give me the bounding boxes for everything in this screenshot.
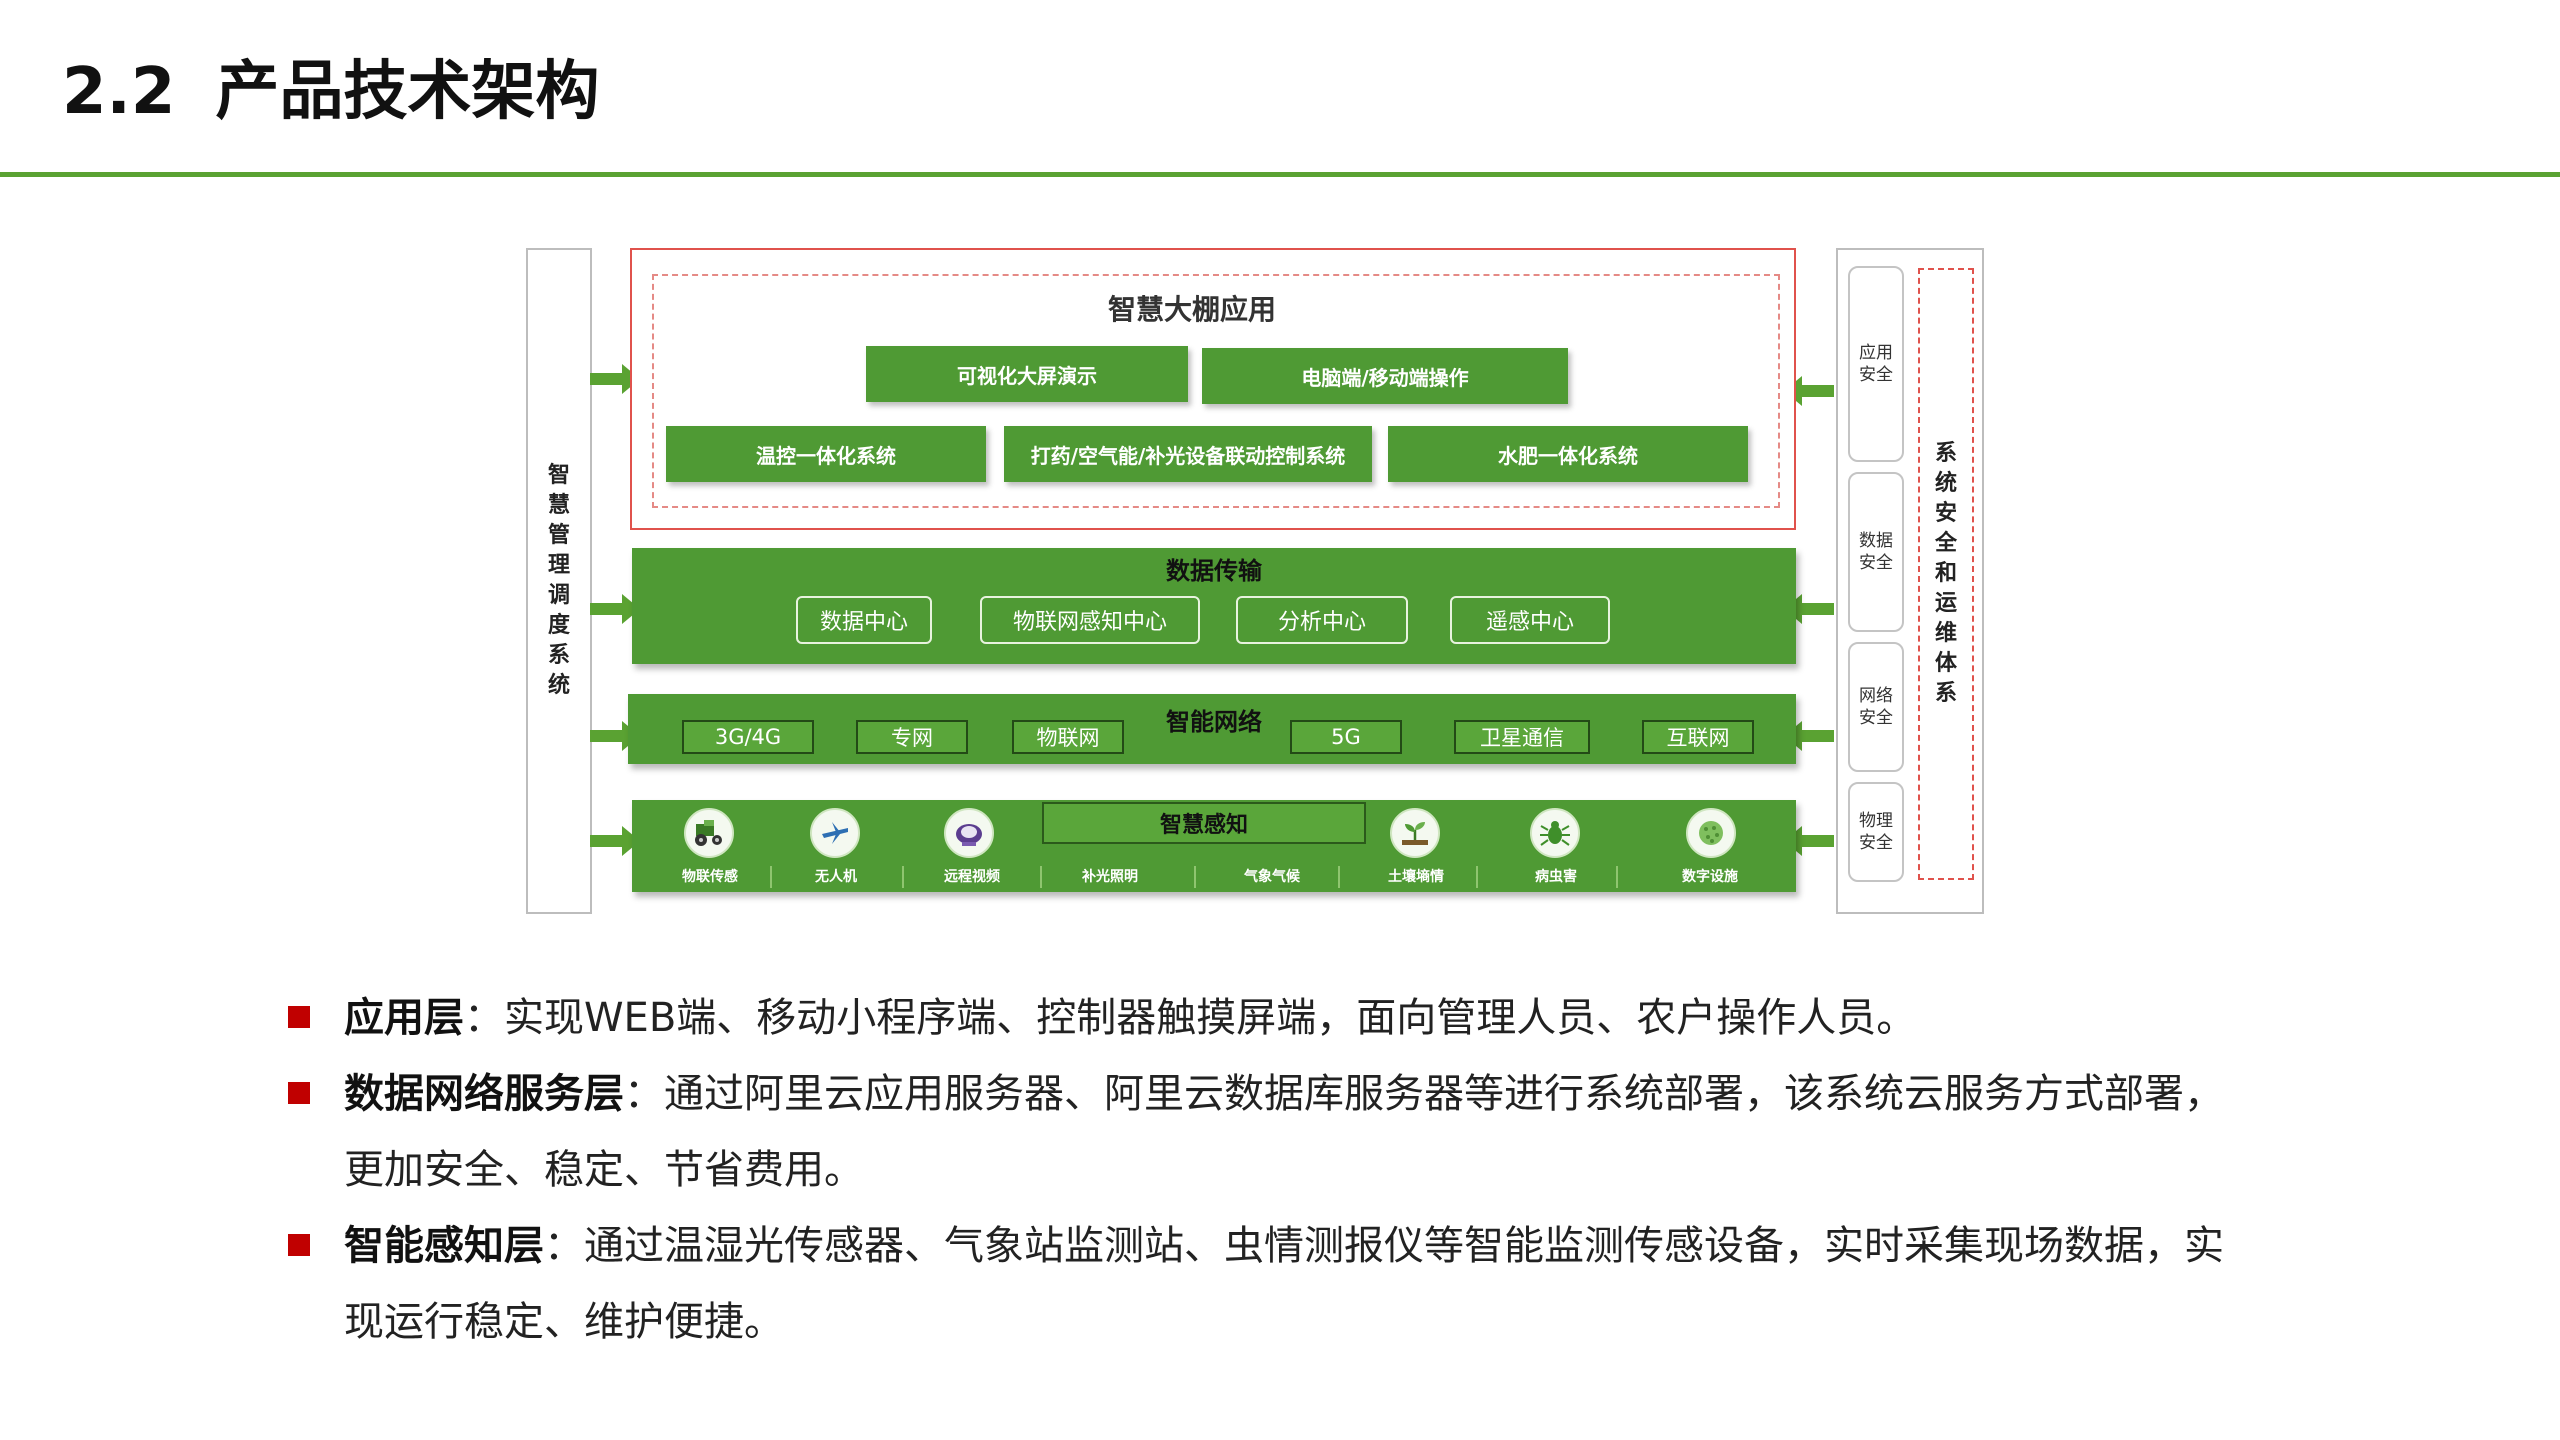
perception-divider [1476,866,1478,888]
perception-label: 补光照明 [1082,869,1138,885]
camera-icon [944,808,994,858]
bullet-text: ：通过阿里云应用服务器、阿里云数据库服务器等进行系统部署，该系统云服务方式部署， [624,1071,2224,1117]
remote-sensing-chip: 遥感中心 [1450,596,1610,644]
arrow-left-icon [1784,826,1834,856]
arrow-right-icon [590,721,640,751]
left-system-label: 智慧管理调度系统 [547,463,570,698]
app-module-visual: 可视化大屏演示 [866,346,1188,402]
perception-label: 气象气候 [1244,869,1300,885]
arrow-left-icon [1784,721,1834,751]
perception-layer-title: 智慧感知 [1042,802,1366,844]
tractor-icon [684,808,734,858]
perception-divider [1338,866,1340,888]
app-layer-title: 智慧大棚应用 [1107,293,1276,326]
bullet-data-layer: 数据网络服务层：通过阿里云应用服务器、阿里云数据库服务器等进行系统部署，该系统云… [344,1056,2364,1132]
bullet-perception-layer-cont: 现运行稳定、维护便捷。 [344,1284,2364,1360]
network-chip-5g: 5G [1290,720,1402,754]
bug-icon [1530,808,1580,858]
app-layer-inner [652,274,1780,508]
bullet-label: 智能感知层 [344,1223,544,1269]
left-management-system: 智慧管理调度系统 [526,248,592,914]
perception-label: 远程视频 [944,869,1000,885]
data-center-chip: 数据中心 [796,596,932,644]
bullet-marker [288,1006,310,1028]
perception-divider [770,866,772,888]
ops-system-box: 系统安全和运维体系 [1918,268,1974,880]
sprout-icon [1390,808,1440,858]
bullet-text: 现运行稳定、维护便捷。 [344,1299,784,1345]
bullet-marker [288,1082,310,1104]
arrow-right-icon [590,826,640,856]
network-chip-3g4g: 3G/4G [682,720,814,754]
security-item-network: 网络安全 [1848,642,1904,772]
bullet-marker [288,1234,310,1256]
arrow-right-icon [590,364,640,394]
arrow-left-icon [1784,594,1834,624]
network-layer-band [628,694,1796,764]
data-layer-title: 数据传输 [1166,557,1262,585]
bullet-perception-layer: 智能感知层：通过温湿光传感器、气象站监测站、虫情测报仪等智能监测传感设备，实时采… [344,1208,2364,1284]
iot-center-chip: 物联网感知中心 [980,596,1200,644]
header-divider [0,172,2560,177]
drone-icon [810,808,860,858]
perception-divider [1040,866,1042,888]
digital-icon [1686,808,1736,858]
network-chip-internet: 互联网 [1642,720,1754,754]
app-module-linkage: 打药/空气能/补光设备联动控制系统 [1004,426,1372,482]
network-layer-title: 智能网络 [1166,708,1262,736]
perception-label: 土壤墒情 [1388,869,1444,885]
network-chip-satellite: 卫星通信 [1454,720,1590,754]
app-module-terminal: 电脑端/移动端操作 [1202,348,1568,404]
bullet-data-layer-cont: 更加安全、稳定、节省费用。 [344,1132,2364,1208]
security-item-physical: 物理安全 [1848,782,1904,882]
app-module-irrigation: 水肥一体化系统 [1388,426,1748,482]
page-title: 2.2 产品技术架构 [62,42,599,142]
bullet-label: 应用层 [344,995,464,1041]
perception-divider [1194,866,1196,888]
perception-label: 物联传感 [682,869,738,885]
security-item-data: 数据安全 [1848,472,1904,632]
perception-divider [1616,866,1618,888]
perception-label: 数字设施 [1682,869,1738,885]
bullet-label: 数据网络服务层 [344,1071,624,1117]
network-chip-iot: 物联网 [1012,720,1124,754]
security-item-app: 应用安全 [1848,266,1904,462]
perception-label: 病虫害 [1535,869,1577,885]
right-system-label: 系统安全和运维体系 [1934,441,1957,706]
perception-divider [902,866,904,888]
section-title: 产品技术架构 [215,55,600,129]
network-chip-private: 专网 [856,720,968,754]
analysis-center-chip: 分析中心 [1236,596,1408,644]
section-number: 2.2 [62,55,176,129]
bullet-text: ：实现WEB端、移动小程序端、控制器触摸屏端，面向管理人员、农户操作人员。 [464,995,1917,1041]
arrow-right-icon [590,594,640,624]
arrow-left-icon [1784,376,1834,406]
bullet-text: ：通过温湿光传感器、气象站监测站、虫情测报仪等智能监测传感设备，实时采集现场数据… [544,1223,2224,1269]
app-module-temperature: 温控一体化系统 [666,426,986,482]
perception-label: 无人机 [815,869,857,885]
bullet-app-layer: 应用层：实现WEB端、移动小程序端、控制器触摸屏端，面向管理人员、农户操作人员。 [344,980,2364,1056]
bullet-text: 更加安全、稳定、节省费用。 [344,1147,864,1193]
